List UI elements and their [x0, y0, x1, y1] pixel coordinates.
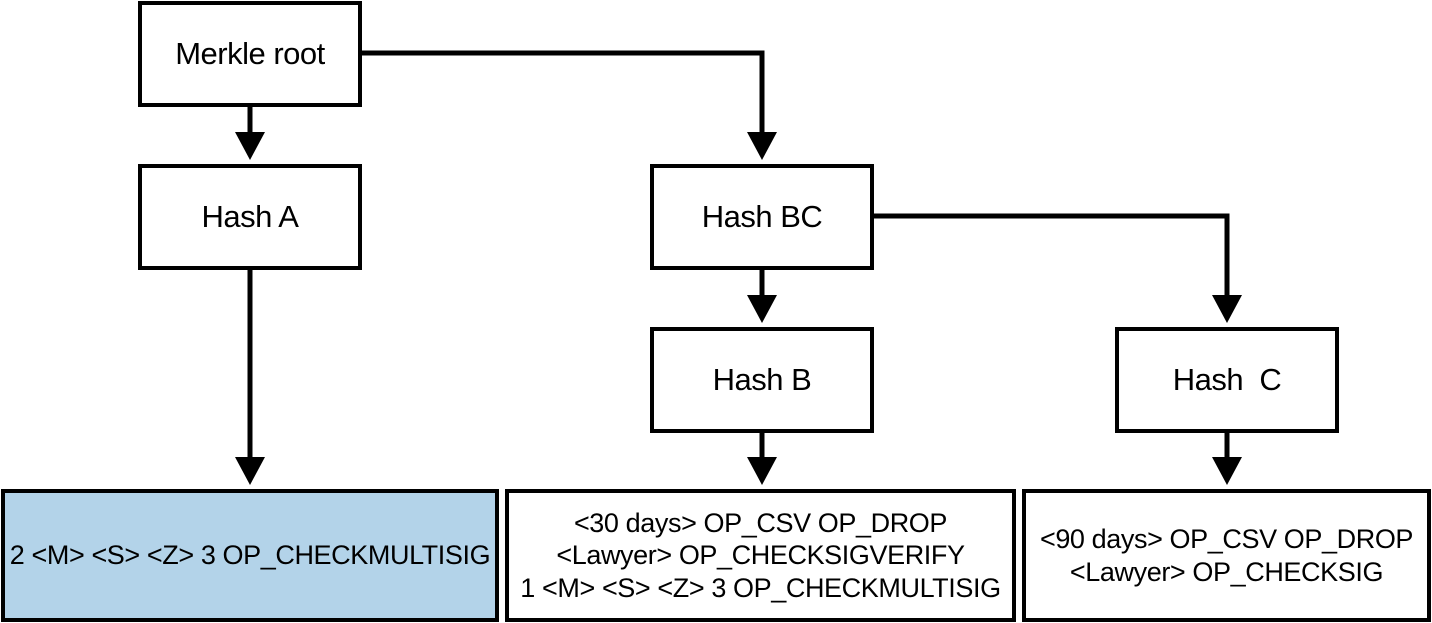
connector-hash-bc-to-hash-c: [874, 213, 1242, 323]
script-leaf-c: <90 days> OP_CSV OP_DROP <Lawyer> OP_CHE…: [1022, 489, 1431, 622]
script-line: <Lawyer> OP_CHECKSIG: [1069, 556, 1384, 587]
script-line: <Lawyer> OP_CHECKSIGVERIFY: [556, 540, 965, 571]
connector-hash-a-to-leaf-a: [235, 270, 265, 485]
hash-b-label: Hash B: [712, 361, 812, 397]
hash-c-node: Hash C: [1115, 327, 1339, 433]
script-leaf-a: 2 <M> <S> <Z> 3 OP_CHECKMULTISIG: [1, 489, 499, 622]
script-line: 2 <M> <S> <Z> 3 OP_CHECKMULTISIG: [9, 540, 491, 571]
script-leaf-b-lines: <30 days> OP_CSV OP_DROP <Lawyer> OP_CHE…: [520, 507, 1001, 604]
connector-hash-b-to-leaf-b: [747, 433, 777, 485]
hash-bc-node: Hash BC: [650, 164, 874, 270]
hash-b-node: Hash B: [650, 327, 874, 433]
hash-a-label: Hash A: [201, 198, 299, 234]
hash-a-node: Hash A: [138, 164, 362, 270]
merkle-root-label: Merkle root: [175, 35, 325, 71]
script-leaf-b: <30 days> OP_CSV OP_DROP <Lawyer> OP_CHE…: [505, 489, 1016, 622]
connector-root-to-hash-bc: [362, 50, 777, 160]
connector-root-to-hash-a: [235, 107, 265, 160]
script-leaf-a-lines: 2 <M> <S> <Z> 3 OP_CHECKMULTISIG: [9, 539, 491, 571]
connector-hash-c-to-leaf-c: [1212, 433, 1242, 485]
merkle-root-node: Merkle root: [138, 1, 362, 107]
hash-c-label: Hash C: [1172, 361, 1282, 397]
script-line: <90 days> OP_CSV OP_DROP: [1039, 524, 1414, 555]
script-leaf-c-lines: <90 days> OP_CSV OP_DROP <Lawyer> OP_CHE…: [1040, 523, 1413, 588]
script-line: <30 days> OP_CSV OP_DROP: [573, 507, 948, 538]
connector-hash-bc-to-hash-b: [747, 270, 777, 323]
script-line: 1 <M> <S> <Z> 3 OP_CHECKMULTISIG: [520, 572, 1001, 603]
hash-bc-label: Hash BC: [701, 198, 823, 234]
